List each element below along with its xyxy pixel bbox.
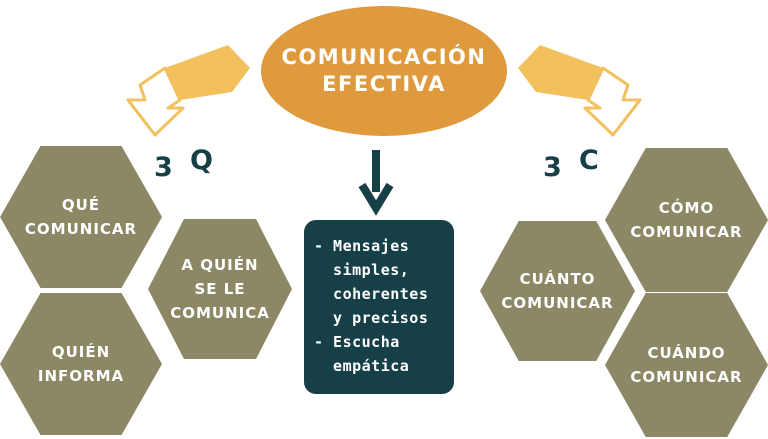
title-ellipse: COMUNICACIÓN EFECTIVA	[261, 6, 507, 136]
left-group-label-number: 3	[154, 152, 173, 183]
hexagon-text-line: COMUNICAR	[630, 368, 743, 386]
right-group-label-letter: C	[579, 145, 599, 176]
key-point-line: - Mensajes	[314, 237, 410, 255]
key-point-line: empática	[314, 357, 410, 375]
hexagon-text-line: CUÁNTO	[519, 270, 596, 288]
left-group-label-letter: Q	[190, 145, 213, 176]
right-curved-arrow	[518, 45, 642, 137]
hexagon-como-comunicar: CÓMO COMUNICAR	[605, 148, 768, 292]
hexagon-text-line: QUIÉN	[51, 343, 111, 361]
down-arrow	[358, 150, 394, 216]
hexagon-text-line: A QUIÉN	[181, 256, 259, 274]
hexagon-text-line: QUÉ	[61, 196, 101, 214]
hexagon-text-line: COMUNICA	[170, 304, 270, 322]
hexagon-text-line: COMUNICAR	[24, 220, 138, 238]
key-point-line: coherentes	[314, 285, 429, 303]
title-line-2: EFECTIVA	[322, 72, 446, 96]
hexagon-cuando-comunicar: CUÁNDO COMUNICAR	[605, 293, 768, 437]
left-curved-arrow	[126, 45, 250, 137]
hexagon-text-line: INFORMA	[37, 367, 125, 385]
key-point-line: simples,	[314, 261, 410, 279]
key-point-line: - Escucha	[314, 333, 400, 351]
key-point-line: y precisos	[314, 309, 429, 327]
hexagon-text-line: COMUNICAR	[501, 294, 614, 312]
title-line-1: COMUNICACIÓN	[281, 45, 487, 69]
hexagon-text-line: SE LE	[194, 280, 246, 298]
hexagon-text-line: CÓMO	[658, 199, 715, 217]
hexagon-text-line: COMUNICAR	[630, 223, 743, 241]
key-points-box: - Mensajes simples, coherentes y preciso…	[304, 220, 454, 394]
hexagon-text-line: CUÁNDO	[647, 344, 726, 362]
right-group-label-number: 3	[543, 152, 562, 183]
